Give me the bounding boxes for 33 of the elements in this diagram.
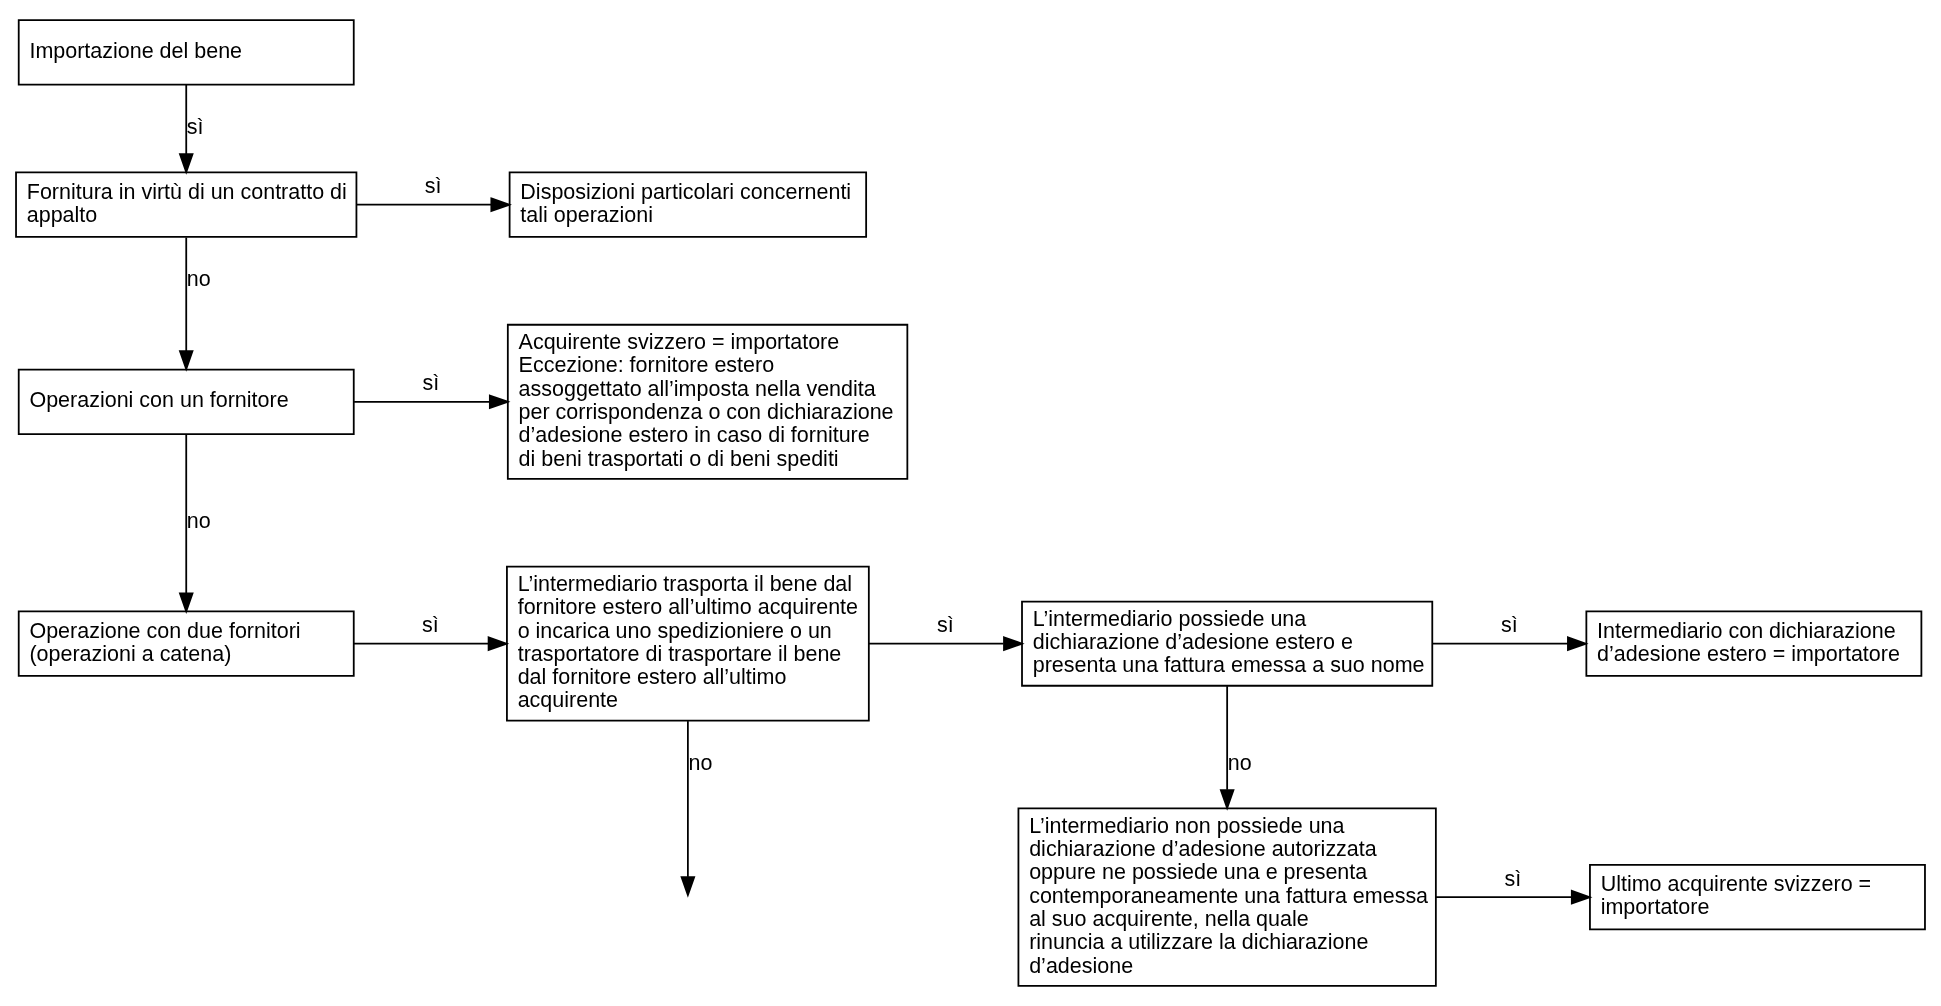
edge-label: sì xyxy=(424,174,442,199)
node-box: L’intermediario trasporta il bene dal fornitore estero all’ultimo acquirente o incarica uno spedizioniere o un trasportatore di trasportare il bene dal fornitore estero all’ultimo acquirente xyxy=(506,565,870,722)
arrow xyxy=(1435,889,1593,905)
edge-label: no xyxy=(688,751,713,776)
edge-label: sì xyxy=(1500,613,1518,638)
node-box: L’intermediario non possiede una dichiarazione d’adesione autorizzata oppure ne possiede una e presenta contemporaneamente una fattura emessa al suo acquirente, nella quale rinuncia a utilizzare la dichiarazione d’adesione xyxy=(1017,807,1437,987)
edge-label: sì xyxy=(937,613,954,638)
arrow xyxy=(353,394,511,410)
arrow xyxy=(1431,636,1589,652)
edge-label: sì xyxy=(421,613,439,638)
arrow xyxy=(178,84,194,175)
node-box: Fornitura in virtù di un contratto di appalto xyxy=(15,171,358,238)
node-box: Intermediario con dichiarazione d’adesione estero = importatore xyxy=(1585,610,1923,677)
node-box: Disposizioni particolari concernenti tali operazioni xyxy=(508,171,868,238)
arrow xyxy=(1219,685,1235,811)
arrow xyxy=(355,197,512,213)
edge-label: sì xyxy=(422,371,440,396)
arrow xyxy=(178,236,194,372)
arrow xyxy=(178,433,194,614)
node-box: Operazione con due fornitori (operazioni a catena) xyxy=(17,610,355,677)
node-box: Operazioni con un fornitore xyxy=(17,368,355,435)
arrow xyxy=(680,720,696,898)
node-box: Acquirente svizzero = importatore Eccezione: fornitore estero assoggettato all’imposta nella vendita per corrispondenza o con dichiarazione d’adesione estero in caso di forniture di beni trasportati o di beni spediti xyxy=(506,323,909,480)
edge-label: no xyxy=(1227,751,1252,776)
edge-label: no xyxy=(186,267,211,292)
edge-label: sì xyxy=(1504,866,1522,891)
node-box: Importazione del bene xyxy=(17,19,355,86)
arrow xyxy=(868,636,1025,652)
node-box: L’intermediario possiede una dichiarazione d’adesione estero e presenta una fattura emessa a suo nome xyxy=(1021,600,1434,687)
edge-label: sì xyxy=(186,115,204,140)
arrow xyxy=(353,636,510,652)
node-box: Ultimo acquirente svizzero = importatore xyxy=(1589,864,1926,931)
edge-label: no xyxy=(186,509,211,534)
